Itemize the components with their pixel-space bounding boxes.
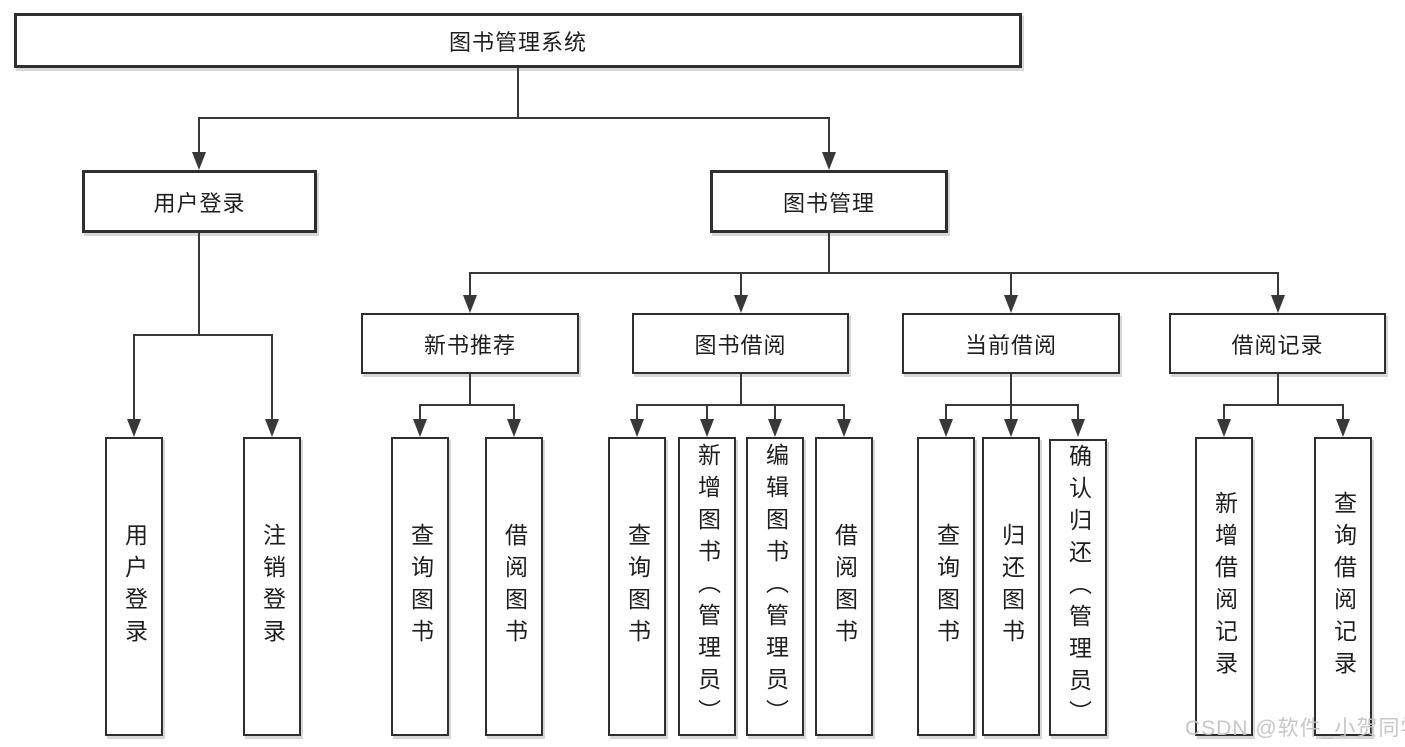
leaf-label: 借阅图书 — [501, 522, 528, 651]
connector-drop — [513, 404, 515, 421]
arrow-down-icon — [1004, 419, 1018, 437]
leaf-label: 用户登录 — [121, 522, 148, 651]
arrow-down-icon — [1004, 295, 1018, 313]
leaf-newrec-query-books: 查询图书 — [391, 437, 449, 736]
connector-drop — [1010, 404, 1012, 421]
leaf-label: 编辑图书（管理员） — [762, 442, 789, 731]
node-book-management: 图书管理 — [710, 170, 948, 233]
node-new-book-recommend: 新书推荐 — [361, 313, 579, 374]
leaf-current-query-books: 查询图书 — [917, 437, 975, 736]
connector-drop-current-borrow — [1010, 272, 1012, 297]
connector-newbook-hline — [419, 404, 515, 406]
leaf-borrow-borrow-books: 借阅图书 — [815, 437, 873, 736]
connector-login-hline — [133, 334, 273, 336]
arrow-down-icon — [700, 419, 714, 437]
leaf-label: 查询图书 — [933, 522, 960, 651]
arrow-down-icon — [822, 152, 836, 170]
leaf-label: 新增图书（管理员） — [694, 442, 721, 731]
arrow-down-icon — [939, 419, 953, 437]
connector-drop — [1223, 404, 1225, 421]
connector-login-stem — [198, 233, 200, 335]
csdn-watermark: CSDN @软件_小贺同学 — [1185, 717, 1405, 740]
node-library-management-system: 图书管理系统 — [14, 13, 1022, 68]
leaf-label: 查询借阅记录 — [1330, 490, 1357, 683]
connector-drop — [1077, 404, 1079, 421]
node-borrowing-records: 借阅记录 — [1169, 313, 1386, 374]
connector-drop — [774, 404, 776, 421]
connector-drop — [1342, 404, 1344, 421]
leaf-current-return-books: 归还图书 — [982, 437, 1040, 736]
connector-drop — [419, 404, 421, 421]
arrow-down-icon — [127, 419, 141, 437]
connector-drop-book-borrow — [740, 272, 742, 297]
leaf-current-confirm-return-admin: 确认归还（管理员） — [1049, 439, 1107, 736]
leaf-label: 注销登录 — [259, 522, 286, 651]
connector-drop-new-book — [469, 272, 471, 297]
leaf-borrow-query-books: 查询图书 — [608, 437, 666, 736]
leaf-borrow-add-books-admin: 新增图书（管理员） — [678, 437, 736, 736]
arrow-down-icon — [1217, 419, 1231, 437]
leaf-label: 归还图书 — [998, 522, 1025, 651]
connector-drop — [636, 404, 638, 421]
arrow-down-icon — [734, 295, 748, 313]
leaf-borrow-edit-books-admin: 编辑图书（管理员） — [746, 437, 804, 736]
leaf-records-query-record: 查询借阅记录 — [1314, 437, 1372, 736]
arrow-down-icon — [265, 419, 279, 437]
connector-records-stem — [1277, 374, 1279, 405]
connector-mgmt-stem — [828, 233, 830, 274]
connector-current-stem — [1010, 374, 1012, 405]
leaf-label: 查询图书 — [407, 522, 434, 651]
connector-drop-book-mgmt — [828, 117, 830, 155]
leaf-records-add-record: 新增借阅记录 — [1195, 437, 1253, 736]
connector-drop — [843, 404, 845, 421]
connector-drop-leaf-user-login — [133, 334, 135, 421]
arrow-down-icon — [1271, 295, 1285, 313]
connector-records-hline — [1223, 404, 1344, 406]
connector-current-hline — [945, 404, 1079, 406]
connector-borrow-hline — [636, 404, 845, 406]
leaf-logout: 注销登录 — [243, 437, 301, 736]
arrow-down-icon — [413, 419, 427, 437]
leaf-label: 确认归还（管理员） — [1065, 443, 1092, 732]
connector-borrow-stem — [740, 374, 742, 405]
connector-mgmt-hline — [469, 272, 1279, 274]
connector-newbook-stem — [469, 374, 471, 405]
node-user-login: 用户登录 — [82, 170, 317, 233]
arrow-down-icon — [192, 152, 206, 170]
connector-drop-borrow-records — [1277, 272, 1279, 297]
node-current-borrowing: 当前借阅 — [902, 313, 1120, 374]
arrow-down-icon — [768, 419, 782, 437]
connector-root-stem — [517, 68, 519, 118]
arrow-down-icon — [1071, 419, 1085, 437]
leaf-label: 借阅图书 — [831, 522, 858, 651]
connector-root-hline — [198, 117, 830, 119]
arrow-down-icon — [1336, 419, 1350, 437]
arrow-down-icon — [507, 419, 521, 437]
arrow-down-icon — [837, 419, 851, 437]
connector-drop — [706, 404, 708, 421]
leaf-label: 查询图书 — [624, 522, 651, 651]
leaf-user-login: 用户登录 — [105, 437, 163, 736]
arrow-down-icon — [630, 419, 644, 437]
leaf-newrec-borrow-books: 借阅图书 — [485, 437, 543, 736]
connector-drop-user-login — [198, 117, 200, 155]
connector-drop-leaf-logout — [271, 334, 273, 421]
connector-drop — [945, 404, 947, 421]
arrow-down-icon — [463, 295, 477, 313]
leaf-label: 新增借阅记录 — [1211, 490, 1238, 683]
node-book-borrowing: 图书借阅 — [632, 313, 849, 374]
